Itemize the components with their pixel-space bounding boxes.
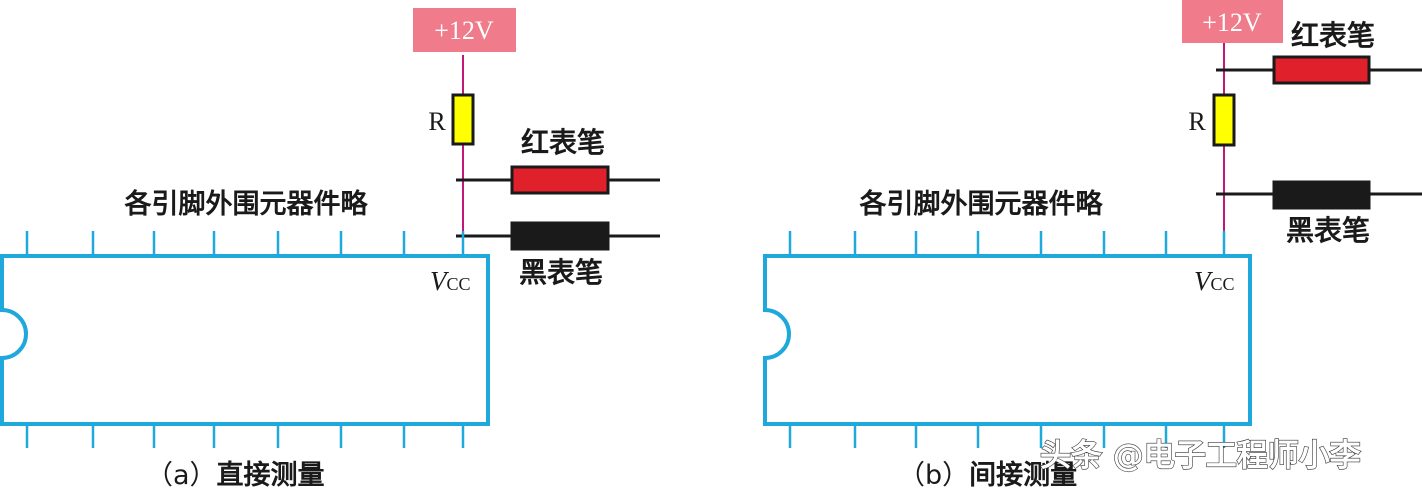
vcc-main: V: [430, 266, 450, 296]
ic-chip-body: [763, 254, 1252, 426]
red-probe-label: 红表笔: [1291, 19, 1375, 52]
vcc-label: VCC: [430, 266, 471, 296]
black-probe: [1272, 180, 1371, 210]
power-label-box: [1182, 0, 1283, 43]
resistor: [451, 93, 475, 146]
caption-b: （b）间接测量: [898, 460, 1077, 491]
caption-a: （a）直接测量: [146, 460, 325, 491]
vcc-main: V: [1194, 266, 1214, 296]
red-probe-label: 红表笔: [521, 126, 605, 159]
resistor-label: R: [1188, 107, 1206, 136]
ic-chip-body: [0, 254, 490, 426]
power-label: +12V: [434, 16, 494, 45]
pins-note: 各引脚外围元器件略: [124, 188, 369, 220]
caption-prefix: （b）: [898, 460, 969, 491]
red-probe: [1272, 55, 1371, 85]
ic-bottom-pins: [788, 424, 1226, 448]
resistor: [1212, 93, 1236, 147]
caption-text: 直接测量: [217, 460, 325, 491]
black-probe-label: 黑表笔: [519, 256, 603, 289]
caption-text: 间接测量: [969, 460, 1077, 491]
power-label: +12V: [1202, 8, 1262, 37]
red-probe: [510, 165, 610, 195]
black-probe-label: 黑表笔: [1286, 214, 1370, 247]
ic-top-pins: [788, 231, 1226, 256]
power-label-box: [413, 8, 516, 52]
ic-bottom-pins: [25, 424, 465, 448]
vcc-label: VCC: [1194, 266, 1235, 296]
black-probe: [510, 221, 610, 251]
vcc-sub: CC: [1211, 274, 1235, 294]
resistor-label: R: [428, 107, 446, 136]
vcc-sub: CC: [447, 274, 471, 294]
ic-top-pins: [25, 231, 465, 256]
caption-prefix: （a）: [146, 460, 217, 491]
pins-note: 各引脚外围元器件略: [859, 188, 1104, 220]
diagram-b: +12V 红表笔 R 黑表笔 各引脚外围元器件略: [763, 0, 1422, 491]
watermark: 头条 @电子工程师小李: [1040, 438, 1361, 474]
diagram-a: +12V R 红表笔 黑表笔 各引脚外围元器件略: [0, 8, 660, 491]
